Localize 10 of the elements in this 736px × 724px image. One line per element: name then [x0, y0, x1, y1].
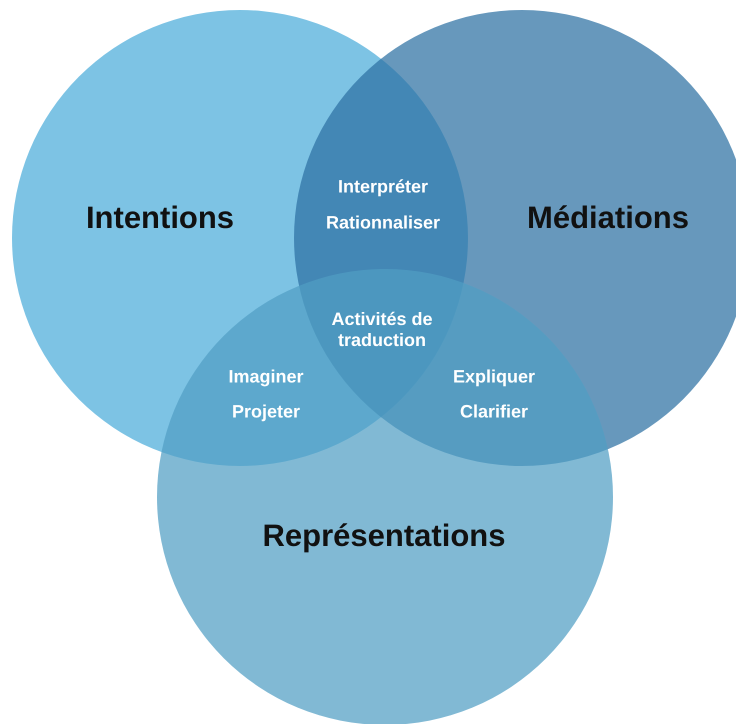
overlap-label: Rationnaliser	[324, 212, 442, 234]
overlap-label: Clarifier	[458, 402, 530, 422]
overlap-label: Expliquer	[452, 366, 536, 388]
overlap-label: Activités de traduction	[330, 309, 434, 351]
overlap-label: Projeter	[230, 402, 302, 422]
circle-label: Médiations	[527, 200, 689, 236]
circle-label: Intentions	[86, 200, 234, 236]
overlap-label: Imaginer	[227, 366, 305, 388]
overlap-label: Interpréter	[336, 176, 430, 198]
circle-label: Représentations	[262, 518, 506, 554]
